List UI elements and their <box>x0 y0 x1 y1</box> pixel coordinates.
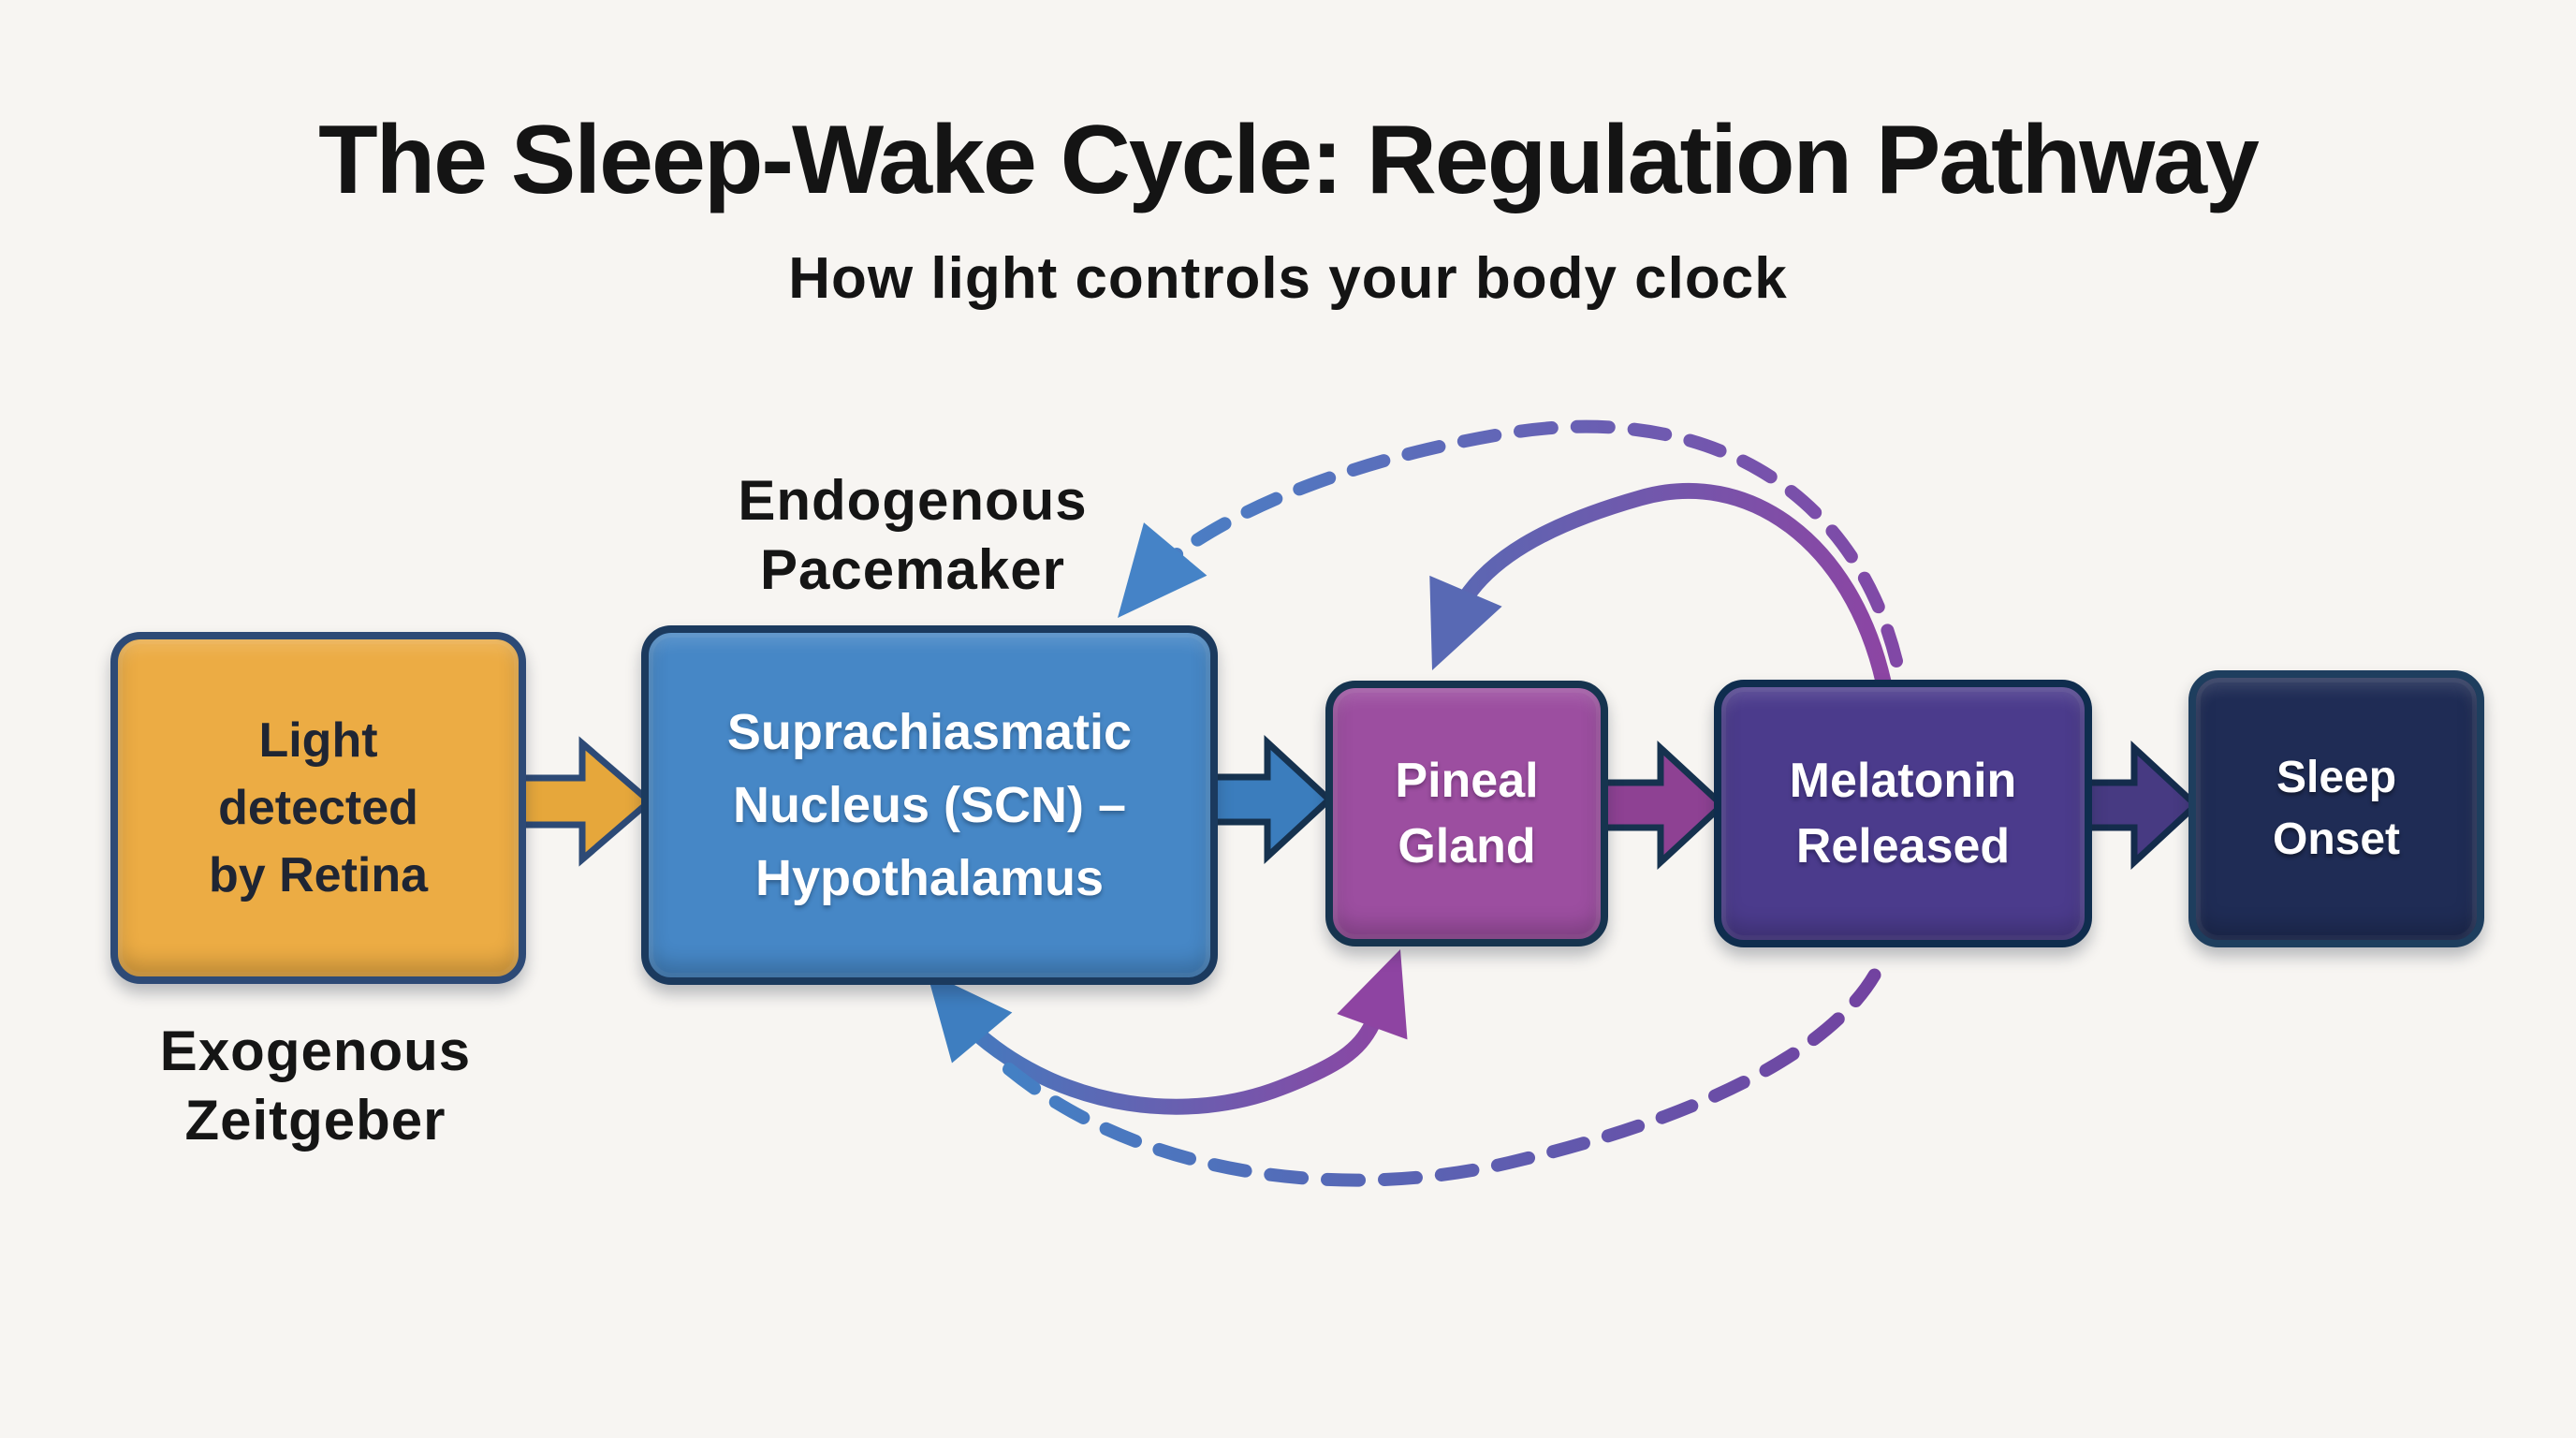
page-subtitle: How light controls your body clock <box>788 246 1788 311</box>
feedback-arc-melatonin-to-scn-bottom-dashed <box>1003 946 1892 1187</box>
label-endogenous-pacemaker: Endogenous Pacemaker <box>655 466 1170 605</box>
feedback-arc-melatonin-to-pineal-solid <box>1452 482 1892 690</box>
node-text-line: by Retina <box>208 848 429 902</box>
flow-node-melatonin-released: Melatonin Released <box>1714 680 2092 947</box>
node-text-line: Gland <box>1398 819 1536 873</box>
flow-node-pineal-gland: Pineal Gland <box>1325 681 1608 946</box>
arrow-retina-to-scn <box>502 736 655 867</box>
arrowhead-solid-to-pineal-top <box>1429 575 1502 670</box>
node-text-line: Melatonin <box>1789 754 2017 808</box>
flow-node-scn-hypothalamus: Suprachiasmatic Nucleus (SCN) – Hypothal… <box>641 625 1218 985</box>
feedback-arc-melatonin-to-scn-dashed <box>1134 419 1903 668</box>
node-text-line: Nucleus (SCN) – <box>732 777 1127 833</box>
node-text-line: Light <box>258 713 378 768</box>
arrowhead-dashed-to-scn-top <box>1118 522 1208 618</box>
node-text-line: Pineal <box>1395 754 1539 808</box>
label-exogenous-zeitgeber: Exogenous Zeitgeber <box>81 1017 549 1155</box>
feedback-arc-pineal-to-scn-solid <box>971 1016 1381 1115</box>
flow-node-sleep-onset: Sleep Onset <box>2188 670 2484 947</box>
page-title: The Sleep-Wake Cycle: Regulation Pathway <box>318 106 2260 214</box>
node-text-line: Released <box>1795 819 2011 873</box>
node-text-line: Suprachiasmatic <box>726 704 1133 760</box>
node-text-line: Onset <box>2272 814 2401 864</box>
node-text-line: Hypothalamus <box>754 850 1105 906</box>
label-line: Zeitgeber <box>184 1089 446 1152</box>
arrowhead-solid-to-pineal-bottom <box>1337 949 1408 1040</box>
node-text-line: Sleep <box>2276 753 2397 802</box>
label-line: Endogenous <box>738 469 1088 532</box>
node-text-line: detected <box>218 781 418 835</box>
label-line: Exogenous <box>159 1020 472 1082</box>
flow-node-light-detected-by-retina: Light detected by Retina <box>110 632 526 984</box>
arrowhead-solid-to-scn-bottom <box>927 972 1013 1064</box>
label-line: Pacemaker <box>760 538 1065 601</box>
